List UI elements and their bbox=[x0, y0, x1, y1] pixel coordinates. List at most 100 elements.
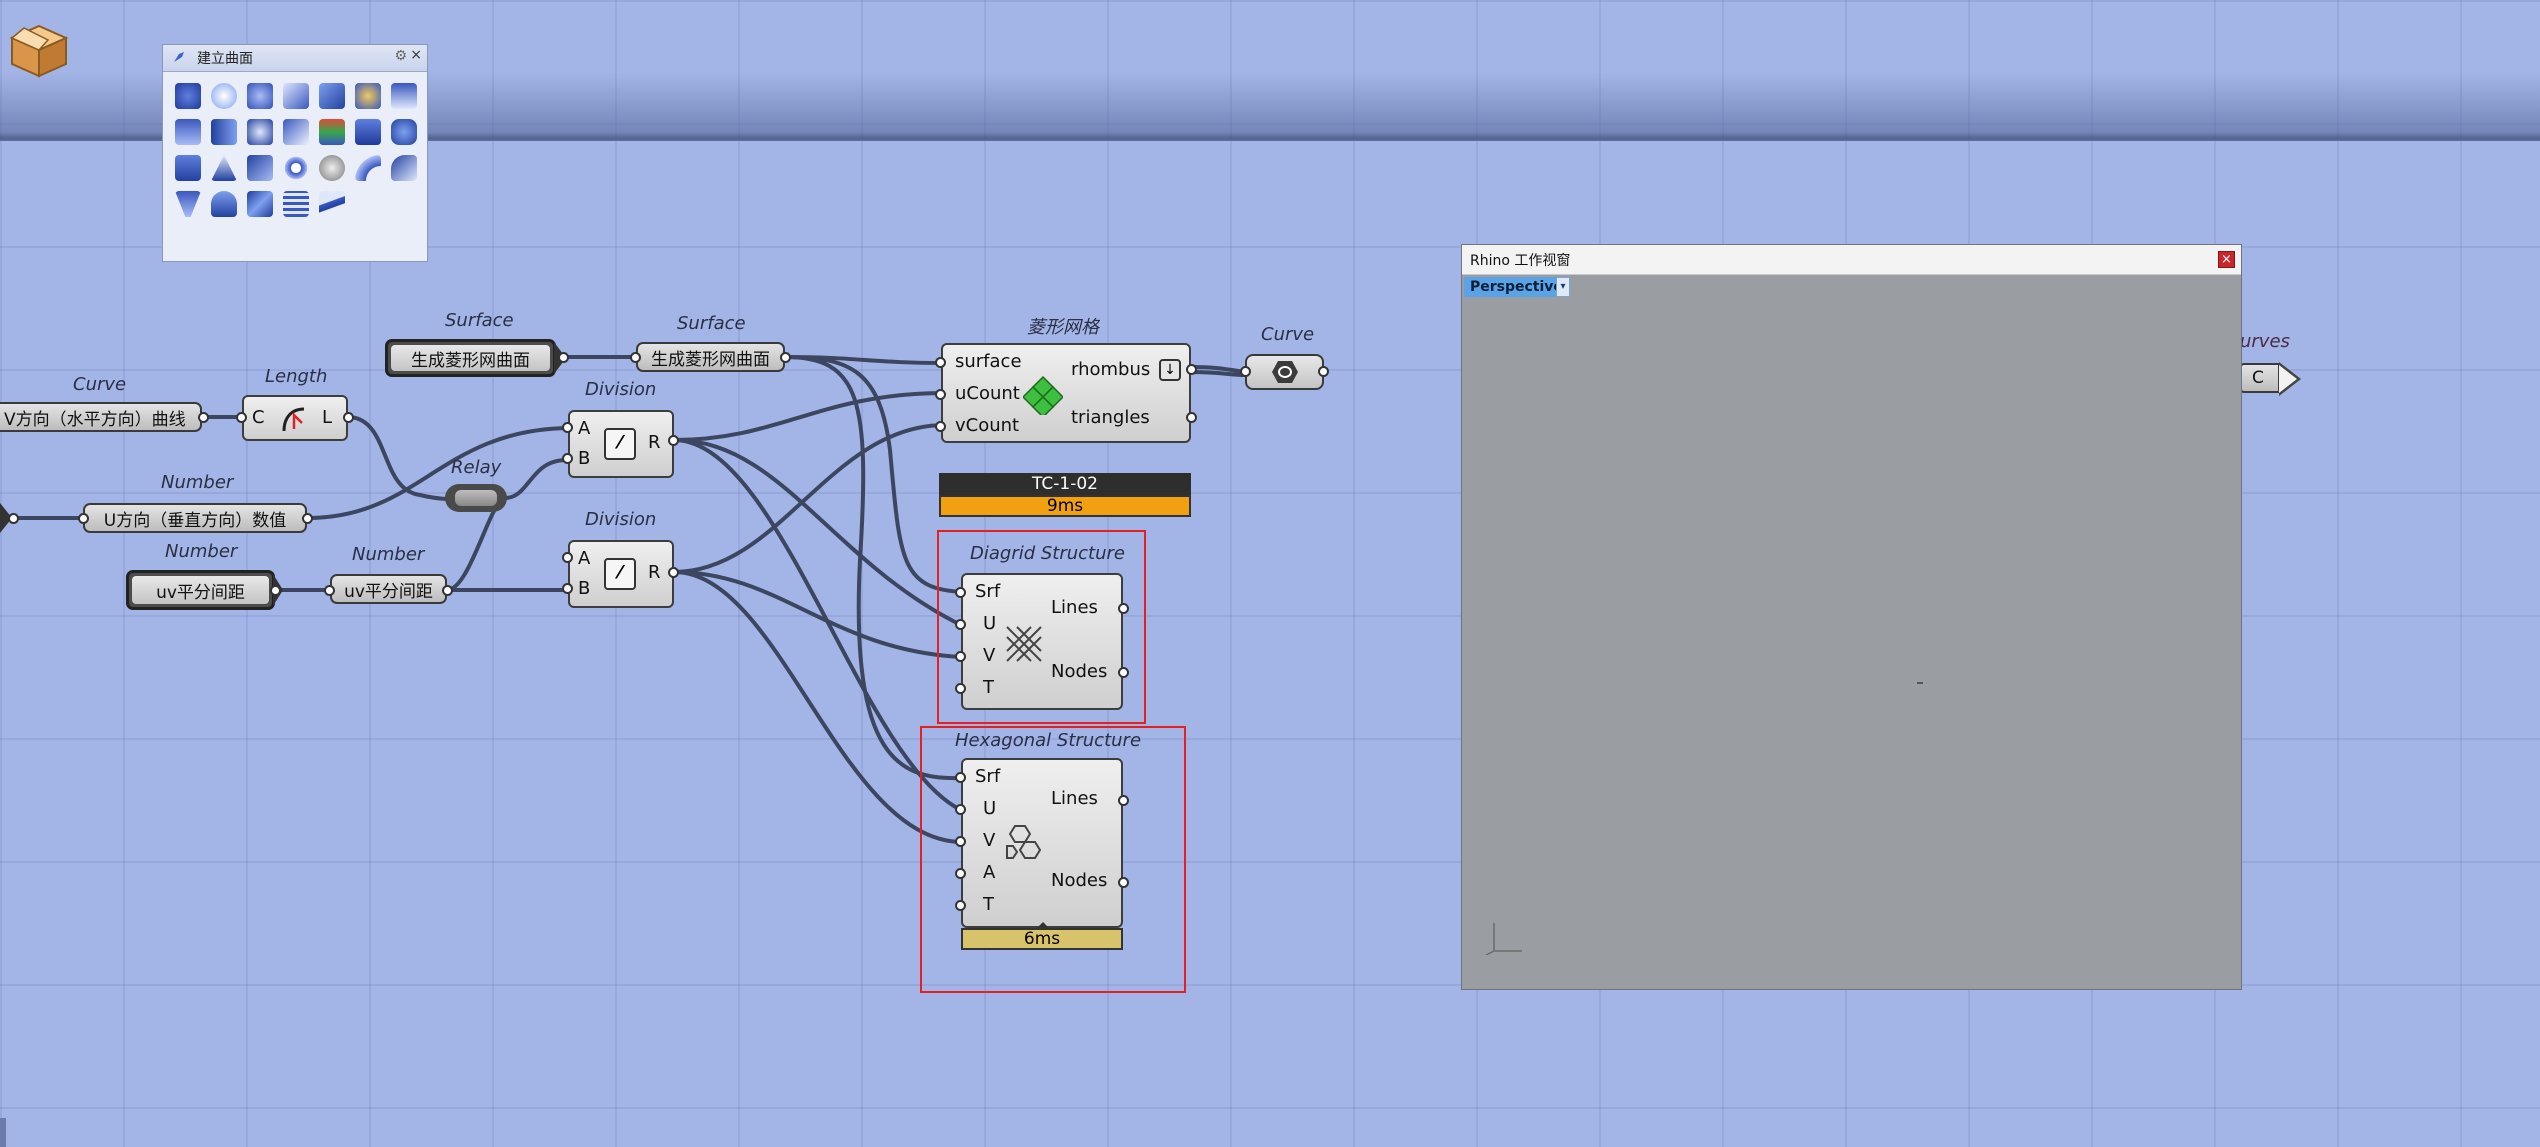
surface-toolbar-titlebar[interactable]: 建立曲面 ⚙ × bbox=[163, 45, 427, 72]
rh-vcount-grip[interactable] bbox=[935, 421, 946, 432]
u-count-out-grip[interactable] bbox=[302, 513, 313, 524]
dg-srf-grip[interactable] bbox=[955, 587, 966, 598]
uv-out-grip[interactable] bbox=[442, 585, 453, 596]
hx-nodes-port[interactable]: Nodes bbox=[1051, 870, 1108, 891]
curve-out-in-grip[interactable] bbox=[1240, 366, 1251, 377]
div1-a-port[interactable]: A bbox=[578, 418, 591, 439]
hx-a-port[interactable]: A bbox=[983, 862, 996, 883]
dg-t-port[interactable]: T bbox=[983, 677, 994, 698]
surface-patch-icon[interactable] bbox=[391, 83, 417, 109]
length-c-port[interactable]: C bbox=[252, 407, 265, 428]
hx-v-grip[interactable] bbox=[955, 836, 966, 847]
surface-offset-icon[interactable] bbox=[247, 191, 273, 217]
hx-t-grip[interactable] bbox=[955, 900, 966, 911]
hx-srf-port[interactable]: Srf bbox=[975, 766, 1001, 787]
surface-torus-icon[interactable] bbox=[283, 155, 309, 181]
div1-a-grip[interactable] bbox=[562, 422, 573, 433]
viewport-titlebar[interactable]: Rhino 工作视窗 bbox=[1462, 245, 2241, 275]
surface-corner-icon[interactable] bbox=[355, 119, 381, 145]
hx-u-port[interactable]: U bbox=[983, 798, 997, 819]
div2-a-port[interactable]: A bbox=[578, 548, 591, 569]
source-out-grip[interactable] bbox=[8, 513, 19, 524]
dg-lines-port[interactable]: Lines bbox=[1051, 597, 1098, 618]
dg-v-port[interactable]: V bbox=[983, 645, 996, 666]
div2-a-grip[interactable] bbox=[562, 552, 573, 563]
dg-srf-port[interactable]: Srf bbox=[975, 581, 1001, 602]
div2-b-grip[interactable] bbox=[562, 583, 573, 594]
hx-lines-grip[interactable] bbox=[1118, 795, 1129, 806]
dg-nodes-port[interactable]: Nodes bbox=[1051, 661, 1108, 682]
surface-blend-icon[interactable] bbox=[391, 119, 417, 145]
division-component-2[interactable]: A B ⁄ R bbox=[568, 540, 674, 608]
uv-spacing-param-dark[interactable]: uv平分间距 bbox=[126, 570, 275, 610]
surface-network-icon[interactable] bbox=[355, 83, 381, 109]
viewport-close-button[interactable]: × bbox=[2218, 251, 2235, 268]
hx-nodes-grip[interactable] bbox=[1118, 877, 1129, 888]
surface-edge-icon[interactable] bbox=[247, 83, 273, 109]
length-component[interactable]: C L bbox=[242, 395, 348, 441]
length-l-port[interactable]: L bbox=[322, 407, 333, 428]
hexagonal-component[interactable]: Srf U V A T Lines Nodes bbox=[961, 758, 1123, 928]
rhino-viewport-window[interactable]: Rhino 工作视窗 × Perspective ▾ bbox=[1461, 244, 2242, 990]
rh-rhombus-port[interactable]: rhombus bbox=[1071, 359, 1151, 380]
surface-sphere-icon[interactable] bbox=[319, 155, 345, 181]
dg-nodes-grip[interactable] bbox=[1118, 667, 1129, 678]
rh-triangles-port[interactable]: triangles bbox=[1071, 407, 1150, 428]
rh-ucount-grip[interactable] bbox=[935, 389, 946, 400]
u-count-param[interactable]: U方向（垂直方向）数值 bbox=[83, 503, 307, 533]
gen-surface-in-grip[interactable] bbox=[630, 352, 641, 363]
dg-u-port[interactable]: U bbox=[983, 613, 997, 634]
uv-spacing-param[interactable]: uv平分间距 bbox=[330, 574, 447, 604]
hx-v-port[interactable]: V bbox=[983, 830, 996, 851]
surface-from-points-icon[interactable] bbox=[175, 83, 201, 109]
relay-node[interactable] bbox=[445, 484, 507, 512]
hx-u-grip[interactable] bbox=[955, 804, 966, 815]
div1-b-grip[interactable] bbox=[562, 453, 573, 464]
diagrid-component[interactable]: Srf U V T Lines Nodes bbox=[961, 573, 1123, 710]
div2-b-port[interactable]: B bbox=[578, 578, 591, 599]
surface-arc-icon[interactable] bbox=[355, 155, 381, 181]
hx-t-port[interactable]: T bbox=[983, 894, 994, 915]
toolbar-gear-icon[interactable]: ⚙ bbox=[394, 48, 407, 64]
surface-extrude-icon[interactable] bbox=[211, 119, 237, 145]
rh-ucount-port[interactable]: uCount bbox=[955, 383, 1020, 404]
uv-dark-out-grip[interactable] bbox=[270, 585, 281, 596]
surface-shear-icon[interactable] bbox=[319, 191, 345, 217]
surface-heightfield-icon[interactable] bbox=[319, 119, 345, 145]
hx-srf-grip[interactable] bbox=[955, 772, 966, 783]
rh-flatten-icon[interactable]: ↓ bbox=[1159, 359, 1181, 381]
surface-rect-icon[interactable] bbox=[175, 119, 201, 145]
u-count-in-grip[interactable] bbox=[78, 513, 89, 524]
surface-cone-icon[interactable] bbox=[211, 155, 237, 181]
surface-mesh-icon[interactable] bbox=[283, 191, 309, 217]
gen-surface-out-grip[interactable] bbox=[558, 352, 569, 363]
v-curve-param[interactable]: V方向（水平方向）曲线 bbox=[0, 402, 202, 432]
dg-lines-grip[interactable] bbox=[1118, 603, 1129, 614]
rh-surface-port[interactable]: surface bbox=[955, 351, 1022, 372]
rhombus-grid-component[interactable]: surface uCount vCount rhombus ↓ triangle… bbox=[941, 343, 1191, 443]
surface-fillet-icon[interactable] bbox=[391, 155, 417, 181]
curve-output-param[interactable] bbox=[1245, 354, 1324, 390]
canvas-scroll-handle[interactable] bbox=[0, 1118, 6, 1147]
gen-surface-param-dark[interactable]: 生成菱形网曲面 bbox=[385, 339, 556, 377]
division-component-1[interactable]: A B ⁄ R bbox=[568, 410, 674, 478]
rh-rhombus-grip[interactable] bbox=[1186, 364, 1197, 375]
dg-u-grip[interactable] bbox=[955, 619, 966, 630]
div1-r-grip[interactable] bbox=[668, 435, 679, 446]
surface-dome-icon[interactable] bbox=[211, 191, 237, 217]
rh-surface-grip[interactable] bbox=[935, 357, 946, 368]
v-curve-out-grip[interactable] bbox=[198, 412, 209, 423]
uv-in-grip[interactable] bbox=[324, 585, 335, 596]
surface-toolbar[interactable]: 建立曲面 ⚙ × bbox=[162, 44, 428, 262]
perspective-dropdown-icon[interactable]: ▾ bbox=[1556, 277, 1570, 297]
div2-r-grip[interactable] bbox=[668, 567, 679, 578]
surface-from-curves-icon[interactable] bbox=[211, 83, 237, 109]
length-c-grip[interactable] bbox=[236, 412, 247, 423]
gen-surface-param[interactable]: 生成菱形网曲面 bbox=[636, 342, 785, 372]
gen-surface-out2-grip[interactable] bbox=[780, 352, 791, 363]
grasshopper-box-icon[interactable] bbox=[8, 22, 70, 78]
curves-cut-param[interactable]: C bbox=[2240, 363, 2280, 393]
surface-drape-icon[interactable] bbox=[175, 191, 201, 217]
toolbar-close-icon[interactable]: × bbox=[410, 47, 422, 63]
div1-b-port[interactable]: B bbox=[578, 448, 591, 469]
